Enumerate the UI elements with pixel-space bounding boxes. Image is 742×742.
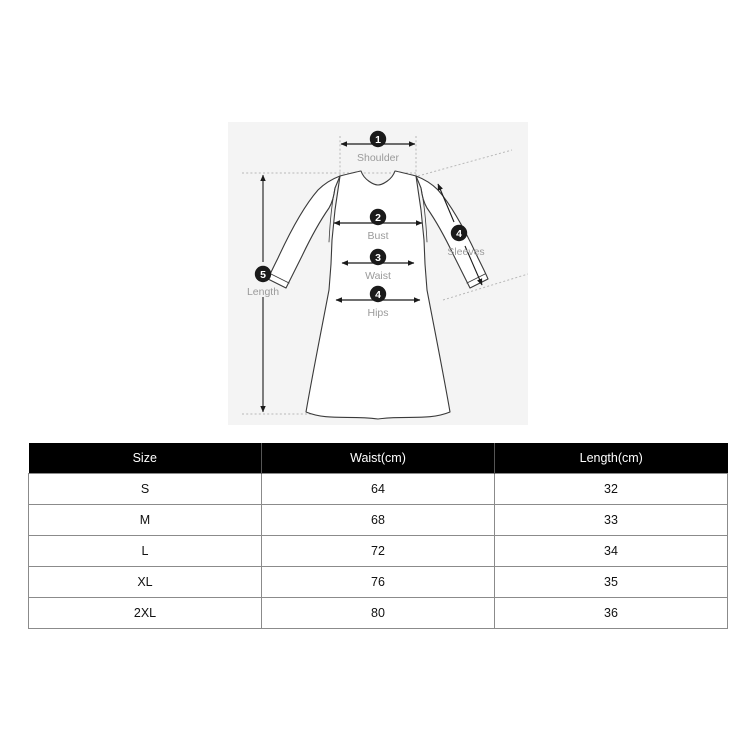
table-row: 2XL 80 36 — [28, 597, 728, 629]
sleeves-measurement: 4 Sleeves — [437, 183, 485, 286]
waist-measurement: 3 Waist — [341, 248, 415, 282]
sleeves-label: Sleeves — [447, 246, 484, 258]
garment-measurement-illustration: 1 Shoulder 2 Bust 3 Waist 4 Hips — [242, 130, 528, 420]
cell-length: 35 — [494, 566, 728, 598]
cell-length: 32 — [494, 473, 728, 505]
cell-size: L — [28, 535, 262, 567]
length-measurement: 5 Length — [247, 174, 279, 413]
cell-waist: 76 — [261, 566, 495, 598]
badge-2-number: 2 — [375, 212, 381, 224]
table-header: Size Waist(cm) Length(cm) — [28, 443, 728, 474]
badge-4-sleeves-icon — [450, 224, 468, 242]
badge-4-hips-icon — [369, 285, 387, 303]
shoulder-measurement: 1 Shoulder — [340, 130, 416, 164]
cell-length: 36 — [494, 597, 728, 629]
hips-label: Hips — [367, 307, 388, 319]
cell-length: 34 — [494, 535, 728, 567]
bust-measurement: 2 Bust — [333, 208, 423, 242]
size-chart-table-container: Size Waist(cm) Length(cm) S 64 32 M 68 3… — [28, 443, 728, 629]
shoulder-label: Shoulder — [357, 152, 400, 164]
badge-3-number: 3 — [375, 252, 381, 264]
waist-label: Waist — [365, 270, 391, 282]
badge-5-icon — [254, 265, 272, 283]
cell-waist: 80 — [261, 597, 495, 629]
badge-3-icon — [369, 248, 387, 266]
bust-label: Bust — [367, 230, 388, 242]
cell-size: S — [28, 473, 262, 505]
hips-measurement: 4 Hips — [335, 285, 421, 319]
table-row: XL 76 35 — [28, 566, 728, 598]
cell-waist: 68 — [261, 504, 495, 536]
badge-4-hips-number: 4 — [375, 289, 381, 301]
table-header-row: Size Waist(cm) Length(cm) — [28, 443, 728, 474]
cell-size: 2XL — [28, 597, 262, 629]
badge-5-number: 5 — [260, 269, 266, 281]
cell-size: M — [28, 504, 262, 536]
guide-lines — [242, 136, 528, 415]
cell-waist: 64 — [261, 473, 495, 505]
table-row: S 64 32 — [28, 473, 728, 505]
table-row: M 68 33 — [28, 504, 728, 536]
table-body: S 64 32 M 68 33 L 72 34 XL 76 35 2XL 80 — [28, 473, 728, 629]
measurement-diagram-panel: 1 Shoulder 2 Bust 3 Waist 4 Hips — [228, 122, 528, 425]
length-label: Length — [247, 286, 279, 298]
table-row: L 72 34 — [28, 535, 728, 567]
size-chart-table: Size Waist(cm) Length(cm) S 64 32 M 68 3… — [28, 443, 728, 629]
badge-1-number: 1 — [375, 134, 381, 146]
badge-4-sleeves-number: 4 — [456, 228, 462, 240]
cell-size: XL — [28, 566, 262, 598]
column-header-length: Length(cm) — [494, 443, 728, 474]
column-header-size: Size — [28, 443, 262, 474]
cell-waist: 72 — [261, 535, 495, 567]
badge-1-icon — [369, 130, 387, 148]
cell-length: 33 — [494, 504, 728, 536]
column-header-waist: Waist(cm) — [261, 443, 495, 474]
badge-2-icon — [369, 208, 387, 226]
